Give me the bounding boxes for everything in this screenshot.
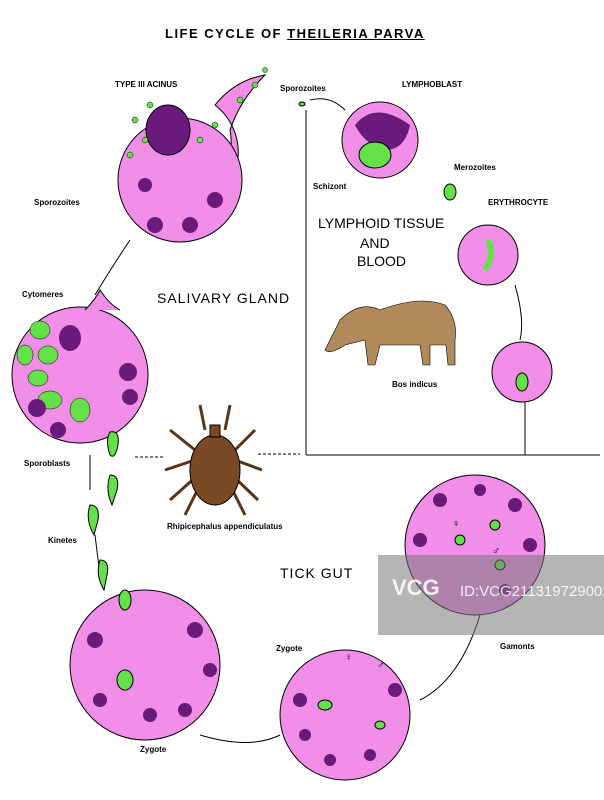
label-zygote-1: Zygote <box>276 644 303 653</box>
merozoite <box>443 183 457 201</box>
cycle-arrow <box>199 734 281 743</box>
female-symbol: ♀ <box>452 518 461 530</box>
cycle-arrow <box>309 98 346 111</box>
label-bos-indicus: Bos indicus <box>392 380 438 389</box>
label-type-iii-acinus: TYPE III ACINUS <box>115 80 178 89</box>
label-zygote-2: Zygote <box>140 745 167 754</box>
cycle-arrow <box>514 284 523 341</box>
label-tick-species: Rhipicephalus appendiculatus <box>167 522 283 531</box>
salivary-acinus <box>11 289 149 444</box>
label-sporozoites-left: Sporozoites <box>34 198 80 207</box>
region-tick-gut: TICK GUT <box>280 565 354 581</box>
female-symbol: ♀ <box>345 652 353 663</box>
sporozoite <box>298 101 306 107</box>
male-symbol: ♂ <box>377 660 385 671</box>
label-merozoites: Merozoites <box>454 163 496 172</box>
infected-erythrocyte <box>491 341 553 403</box>
label-lymphoblast: LYMPHOBLAST <box>402 80 463 89</box>
label-erythrocyte: ERYTHROCYTE <box>488 198 549 207</box>
page-title: LIFE CYCLE OF THEILERIA PARVA <box>165 26 425 41</box>
label-sporoblasts: Sporoblasts <box>24 459 71 468</box>
region-lymphoid-line1: LYMPHOID TISSUE <box>318 215 445 231</box>
region-lymphoid-line3: BLOOD <box>357 253 407 269</box>
label-schizont: Schizont <box>313 182 347 191</box>
watermark-id: ID:VCG211319729002 <box>460 583 604 600</box>
tick-gut-kinete-formation <box>69 559 221 741</box>
label-kinetes: Kinetes <box>48 536 77 545</box>
label-cytomeres: Cytomeres <box>22 290 64 299</box>
watermark: VCG ID:VCG211319729002 <box>378 555 604 635</box>
cycle-arrow <box>94 239 131 296</box>
erythrocyte-cell <box>457 224 519 286</box>
type-iii-acinus <box>117 67 268 243</box>
tick-rhipicephalus <box>164 404 263 516</box>
lymphoblast-cell <box>341 101 419 179</box>
label-gamonts: Gamonts <box>500 642 535 651</box>
region-salivary-gland: SALIVARY GLAND <box>157 290 291 306</box>
kinetes <box>87 431 119 537</box>
tick-gut-zygote <box>279 649 411 781</box>
bos-indicus-cow <box>324 300 456 366</box>
male-symbol: ♂ <box>492 545 501 557</box>
label-sporozoites-top: Sporozoites <box>280 84 326 93</box>
region-lymphoid-line2: AND <box>360 235 390 251</box>
watermark-logo: VCG <box>392 575 440 600</box>
